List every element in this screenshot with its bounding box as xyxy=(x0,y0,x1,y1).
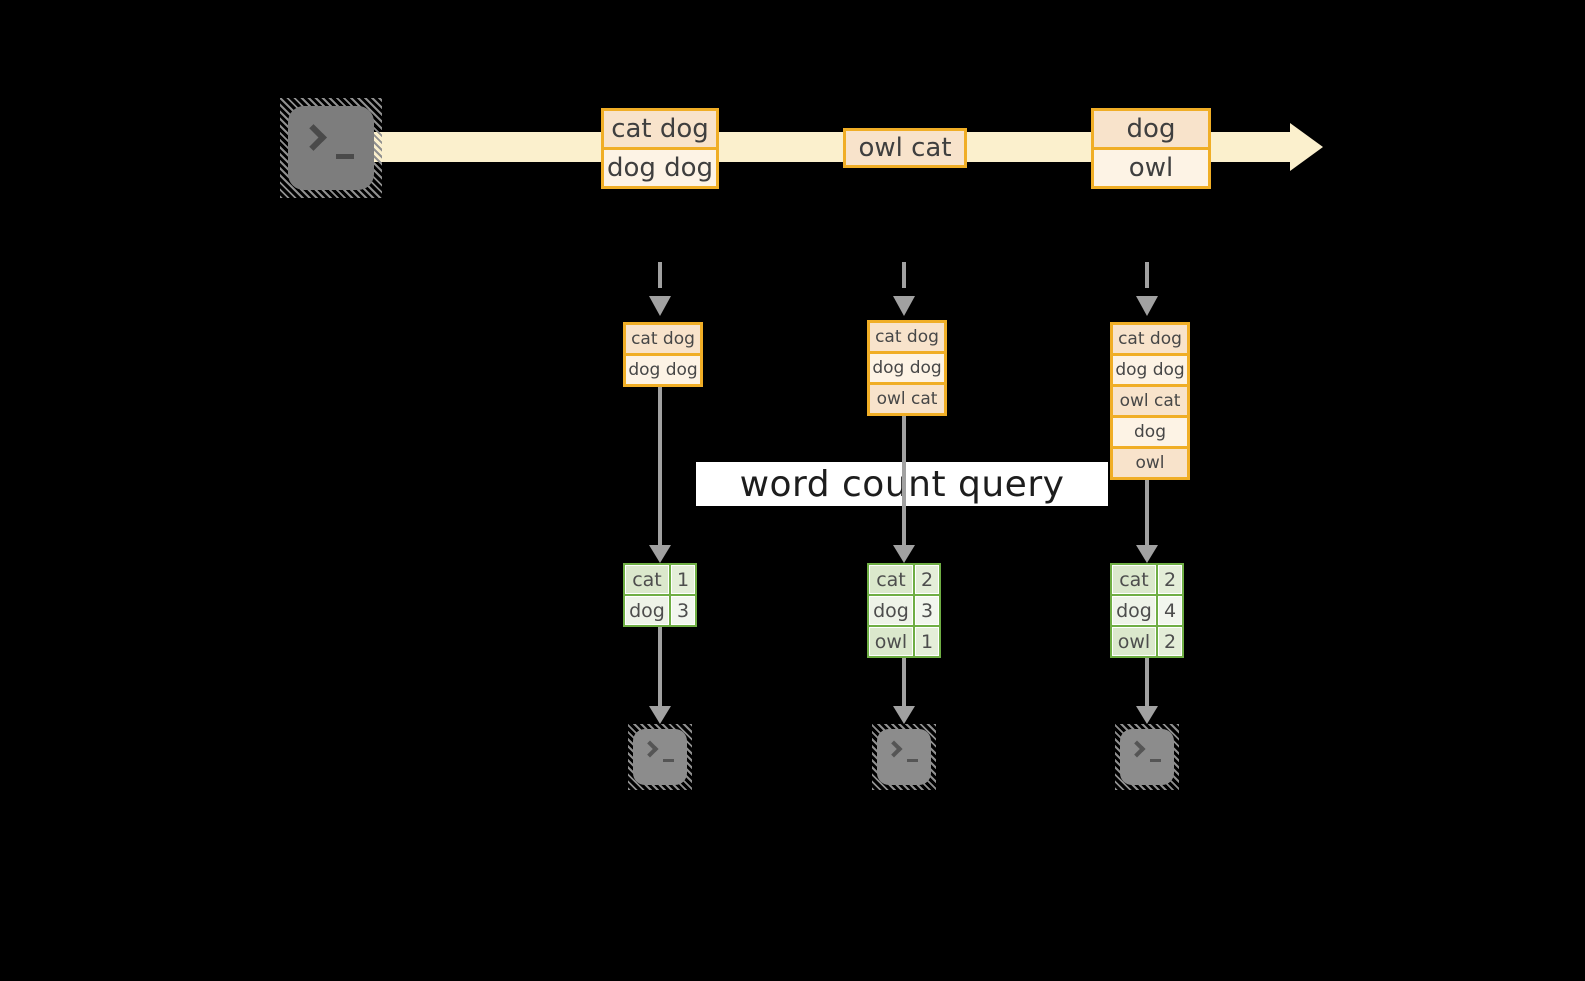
terminal-prompt-icon xyxy=(885,740,903,758)
count-cell: 2 xyxy=(915,565,939,594)
terminal-cursor-icon xyxy=(1150,759,1161,762)
terminal-screen xyxy=(877,729,931,785)
count-row: dog 3 xyxy=(869,596,939,625)
event-cell: owl cat xyxy=(846,131,964,165)
buffer-cell: owl cat xyxy=(870,385,944,413)
ingest-arrowhead-icon xyxy=(649,296,671,316)
query-banner-label: word count query xyxy=(739,463,1065,505)
sink-terminal-icon xyxy=(1115,724,1179,790)
sink-terminal-icon xyxy=(872,724,936,790)
ingest-arrow-dash xyxy=(1145,262,1149,288)
word-cell: cat xyxy=(625,565,669,594)
count-table: cat 1 dog 3 xyxy=(623,563,697,627)
ingest-arrow-dash xyxy=(902,262,906,288)
count-table: cat 2 dog 3 owl 1 xyxy=(867,563,941,658)
terminal-cursor-icon xyxy=(663,759,674,762)
event-cell: dog xyxy=(1094,111,1208,147)
count-cell: 2 xyxy=(1158,627,1182,656)
terminal-prompt-icon xyxy=(300,124,327,151)
query-arrowhead-icon xyxy=(893,545,915,563)
terminal-cursor-icon xyxy=(336,154,354,159)
buffer-stack: cat dog dog dog owl cat xyxy=(867,320,947,416)
buffer-cell: dog xyxy=(1113,418,1187,446)
query-arrowhead-icon xyxy=(1136,545,1158,563)
output-arrow-line xyxy=(902,658,906,706)
terminal-prompt-icon xyxy=(641,740,659,758)
count-cell: 3 xyxy=(915,596,939,625)
buffer-cell: cat dog xyxy=(626,325,700,353)
buffer-cell: dog dog xyxy=(1113,356,1187,384)
terminal-screen xyxy=(633,729,687,785)
buffer-cell: cat dog xyxy=(870,323,944,351)
word-cell: dog xyxy=(1112,596,1156,625)
event-stream-arrowhead-icon xyxy=(1290,123,1323,171)
output-arrowhead-icon xyxy=(893,706,915,724)
output-arrow-line xyxy=(658,627,662,706)
word-cell: owl xyxy=(869,627,913,656)
query-arrowhead-icon xyxy=(649,545,671,563)
sink-terminal-icon xyxy=(628,724,692,790)
word-cell: cat xyxy=(1112,565,1156,594)
count-row: cat 2 xyxy=(1112,565,1182,594)
count-cell: 4 xyxy=(1158,596,1182,625)
count-cell: 2 xyxy=(1158,565,1182,594)
ingest-arrowhead-icon xyxy=(893,296,915,316)
event-box: dog owl xyxy=(1091,108,1211,189)
query-arrow-line xyxy=(902,416,906,545)
buffer-cell: dog dog xyxy=(626,356,700,384)
count-row: cat 1 xyxy=(625,565,695,594)
output-arrowhead-icon xyxy=(649,706,671,724)
event-box: owl cat xyxy=(843,128,967,168)
ingest-arrowhead-icon xyxy=(1136,296,1158,316)
source-terminal-icon xyxy=(280,98,382,198)
event-box: cat dog dog dog xyxy=(601,108,719,189)
word-cell: cat xyxy=(869,565,913,594)
buffer-stack: cat dog dog dog owl cat dog owl xyxy=(1110,322,1190,480)
event-cell: owl xyxy=(1094,150,1208,186)
buffer-stack: cat dog dog dog xyxy=(623,322,703,387)
count-cell: 1 xyxy=(671,565,695,594)
terminal-screen xyxy=(288,106,374,190)
ingest-arrow-dash xyxy=(658,262,662,288)
count-table: cat 2 dog 4 owl 2 xyxy=(1110,563,1184,658)
count-row: owl 1 xyxy=(869,627,939,656)
word-cell: dog xyxy=(625,596,669,625)
buffer-cell: owl xyxy=(1113,449,1187,477)
count-row: dog 3 xyxy=(625,596,695,625)
word-cell: owl xyxy=(1112,627,1156,656)
query-arrow-line xyxy=(1145,480,1149,545)
count-cell: 1 xyxy=(915,627,939,656)
output-arrowhead-icon xyxy=(1136,706,1158,724)
buffer-cell: cat dog xyxy=(1113,325,1187,353)
output-arrow-line xyxy=(1145,658,1149,706)
count-row: dog 4 xyxy=(1112,596,1182,625)
query-arrow-line xyxy=(658,387,662,545)
terminal-cursor-icon xyxy=(907,759,918,762)
count-row: owl 2 xyxy=(1112,627,1182,656)
event-cell: dog dog xyxy=(604,150,716,186)
word-cell: dog xyxy=(869,596,913,625)
terminal-screen xyxy=(1120,729,1174,785)
buffer-cell: owl cat xyxy=(1113,387,1187,415)
count-row: cat 2 xyxy=(869,565,939,594)
buffer-cell: dog dog xyxy=(870,354,944,382)
terminal-prompt-icon xyxy=(1128,740,1146,758)
count-cell: 3 xyxy=(671,596,695,625)
event-cell: cat dog xyxy=(604,111,716,147)
